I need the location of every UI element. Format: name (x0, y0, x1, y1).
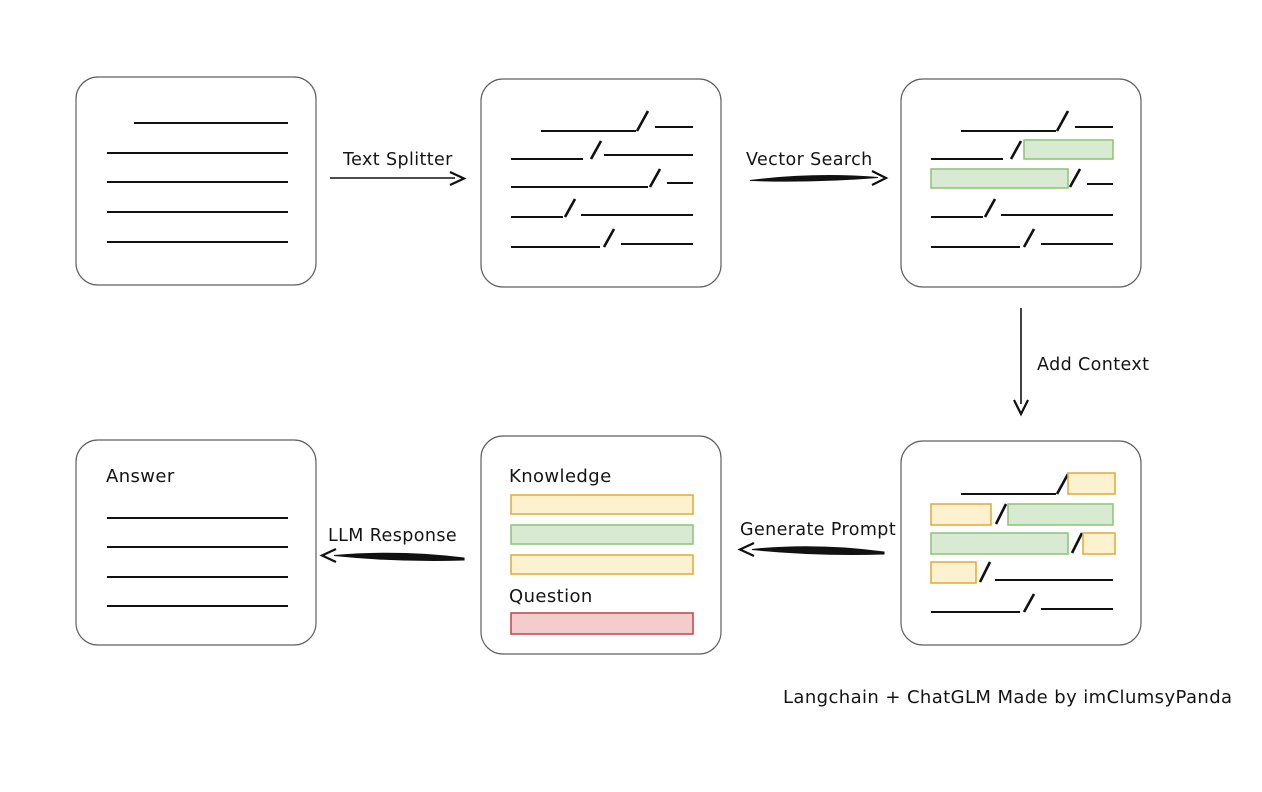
node-answer[interactable]: Answer (75, 439, 317, 646)
context-chunks-highlight-green-2 (930, 532, 1069, 555)
edge-text-splitter-label: Text Splitter (342, 150, 453, 170)
matched-chunks-line-5-slash (1022, 228, 1036, 248)
edge-generate-prompt-label: Generate Prompt (740, 520, 896, 540)
context-chunks-line-2-slash (994, 503, 1008, 525)
edge-vector-search-arrowhead (871, 170, 889, 186)
prompt-box[interactable] (480, 435, 722, 655)
node-prompt[interactable]: Knowledge Question (480, 435, 722, 655)
edge-text-splitter[interactable]: Text Splitter (330, 150, 467, 186)
context-chunks-highlight-yellow-3 (1082, 532, 1116, 555)
prompt-question-bar (510, 612, 694, 635)
matched-chunks-highlight-green-2 (930, 168, 1069, 189)
edge-generate-prompt-shaft (751, 546, 885, 556)
edge-add-context-arrowhead (1013, 399, 1029, 417)
matched-chunks-highlight-green-1 (1023, 139, 1114, 160)
matched-chunks-line-3-slash (1068, 168, 1082, 188)
edge-add-context-label: Add Context (1037, 355, 1149, 375)
split-chunks-line-1-slash (635, 110, 650, 132)
node-context-chunks[interactable] (900, 440, 1142, 646)
edge-text-splitter-arrowhead (449, 171, 467, 186)
node-matched-chunks[interactable] (900, 78, 1142, 288)
edge-add-context[interactable]: Add Context (1013, 308, 1149, 417)
prompt-question-heading: Question (509, 586, 593, 607)
context-chunks-line-1-slash (1055, 473, 1070, 495)
context-chunks-highlight-yellow-2 (930, 503, 992, 526)
edge-llm-response-arrowhead (319, 548, 337, 563)
answer-heading: Answer (106, 466, 175, 487)
context-chunks-highlight-yellow-4 (930, 561, 977, 584)
split-chunks-line-2-slash (589, 140, 603, 160)
context-chunks-highlight-yellow-1 (1067, 472, 1116, 495)
edge-llm-response-label: LLM Response (328, 526, 457, 546)
edge-llm-response-shaft (333, 552, 465, 562)
edge-vector-search-shaft (749, 175, 879, 182)
context-chunks-highlight-green-1 (1007, 503, 1114, 526)
node-source-document[interactable] (75, 76, 317, 286)
edge-vector-search[interactable]: Vector Search (746, 150, 889, 186)
node-split-chunks[interactable] (480, 78, 722, 288)
context-chunks-line-3-slash (1070, 532, 1084, 554)
split-chunks-line-3-slash (648, 168, 662, 188)
answer-box[interactable] (75, 439, 317, 646)
matched-chunks-line-2-slash (1009, 140, 1023, 160)
matched-chunks-line-1-slash (1055, 110, 1070, 132)
edge-vector-search-label: Vector Search (746, 150, 873, 170)
context-chunks-line-4-slash (978, 561, 992, 583)
prompt-knowledge-bar-1 (510, 494, 694, 515)
edge-generate-prompt-arrowhead (737, 542, 755, 557)
footer-credit: Langchain + ChatGLM Made by imClumsyPand… (783, 687, 1232, 708)
prompt-knowledge-heading: Knowledge (509, 466, 612, 487)
prompt-knowledge-bar-2 (510, 524, 694, 545)
context-chunks-line-5-slash (1022, 593, 1036, 613)
edge-generate-prompt[interactable]: Generate Prompt (737, 520, 896, 557)
split-chunks-line-5-slash (602, 228, 616, 248)
split-chunks-line-4-slash (563, 198, 577, 218)
edge-llm-response[interactable]: LLM Response (319, 526, 465, 563)
matched-chunks-line-4-slash (983, 198, 997, 218)
prompt-knowledge-bar-3 (510, 554, 694, 575)
